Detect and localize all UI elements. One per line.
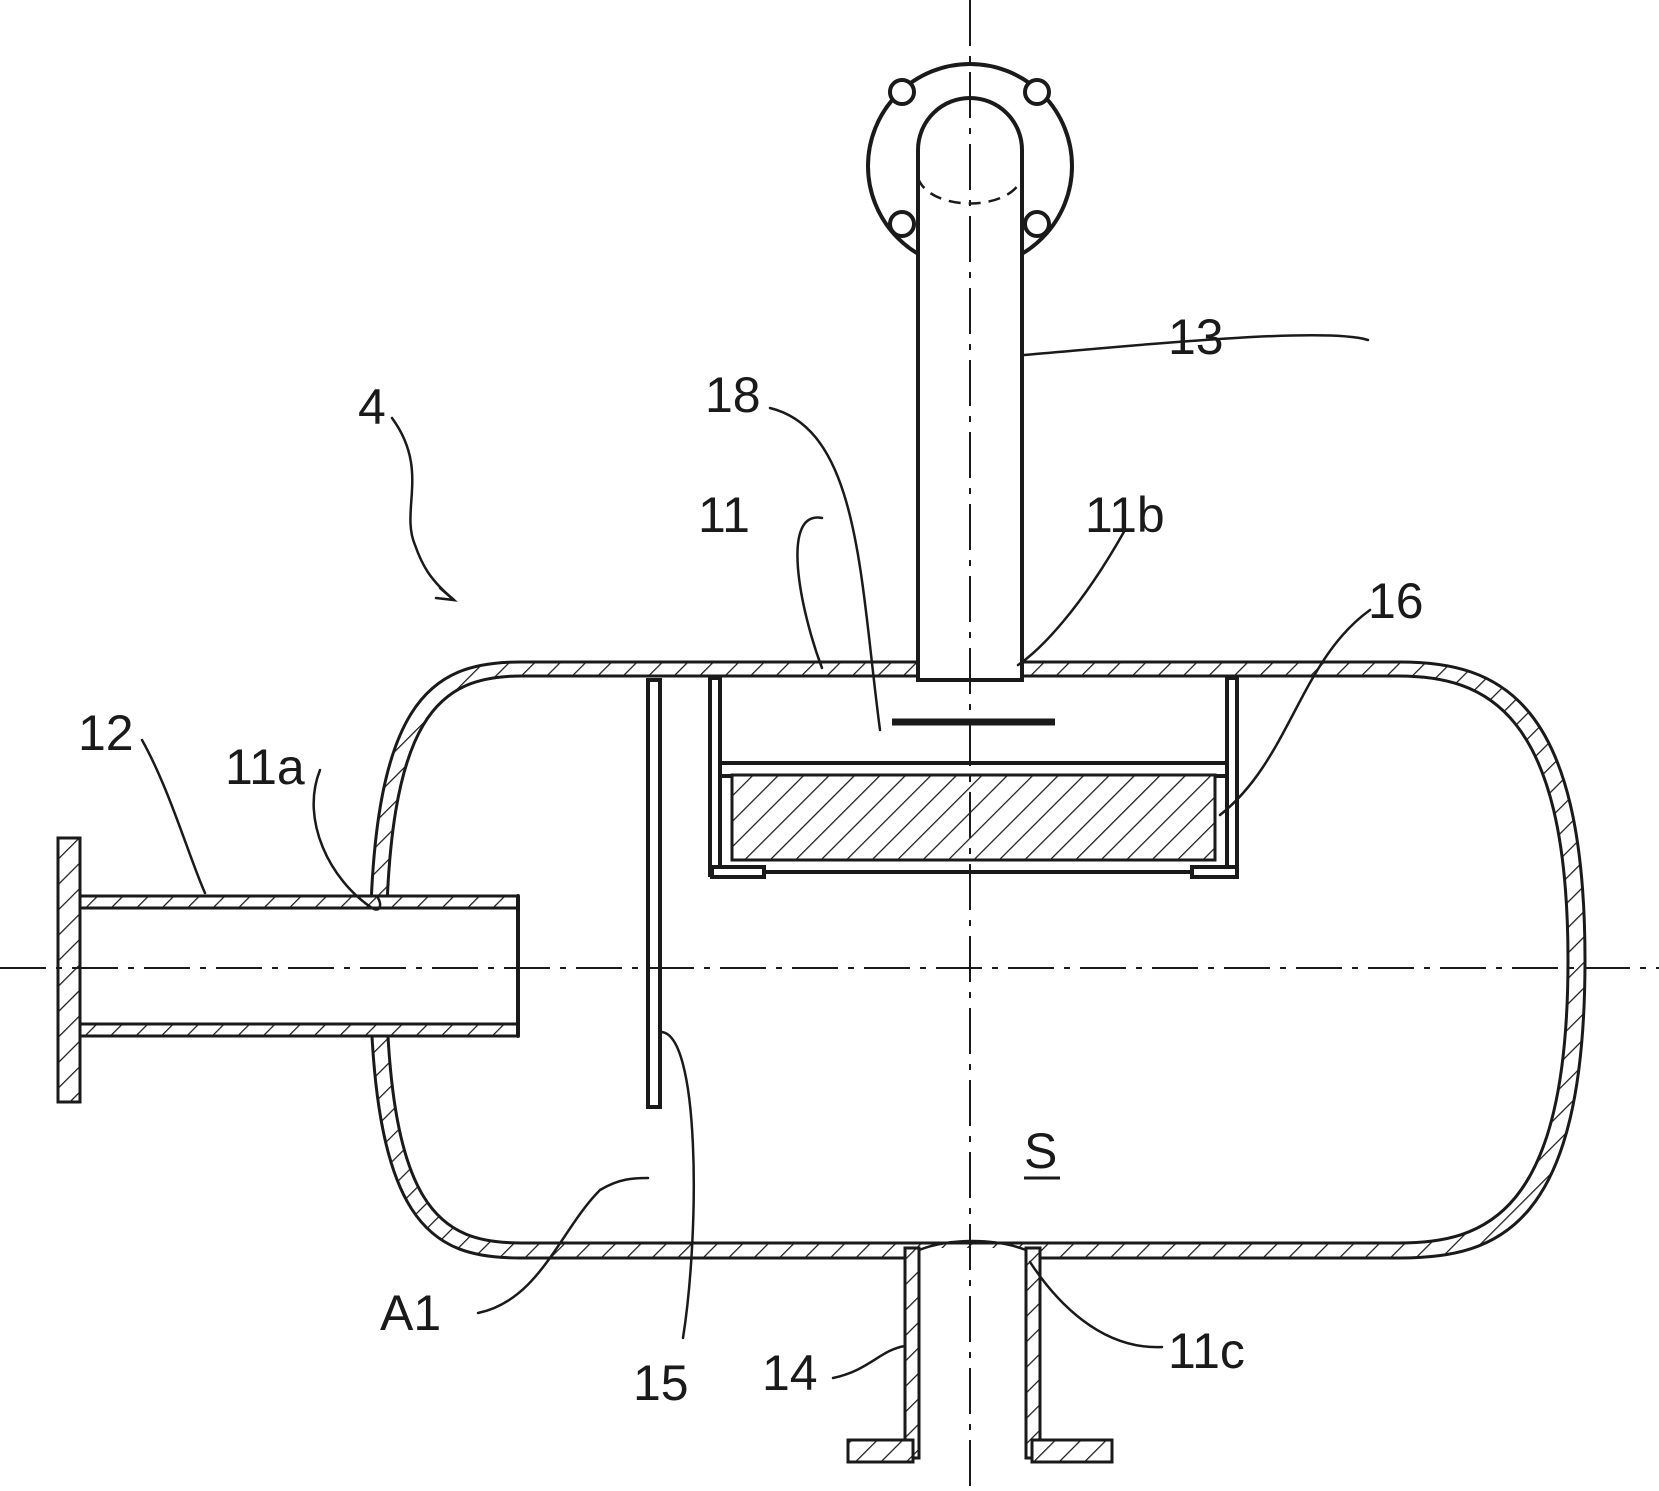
bolt-hole xyxy=(1025,80,1049,104)
inlet-flange xyxy=(58,838,80,1102)
label-filter: 16 xyxy=(1368,573,1424,629)
label-inlet-opening: 11a xyxy=(225,739,305,795)
label-plate: 18 xyxy=(705,367,761,423)
bolt-hole xyxy=(890,80,914,104)
label-outlet-pipe: 13 xyxy=(1168,309,1224,365)
label-inlet-pipe: 12 xyxy=(78,705,134,761)
bolt-hole xyxy=(890,212,914,236)
filter-housing xyxy=(710,678,1237,877)
label-baffle: 15 xyxy=(633,1355,689,1411)
label-vessel: 11 xyxy=(698,487,750,543)
drain-flange-left xyxy=(848,1440,913,1462)
inlet-pipe xyxy=(58,838,518,1102)
bolt-hole xyxy=(1025,212,1049,236)
drain-flange-right xyxy=(1032,1440,1112,1462)
vessel-shell xyxy=(370,662,1585,1258)
label-bottom-opening: 11c xyxy=(1168,1323,1245,1379)
label-top-opening: 11b xyxy=(1085,487,1165,543)
filter-element xyxy=(732,775,1215,860)
label-space: S xyxy=(1024,1123,1057,1179)
label-drain-pipe: 14 xyxy=(762,1345,818,1401)
label-device: 4 xyxy=(358,379,386,435)
label-area: A1 xyxy=(380,1285,441,1341)
baffle-plate xyxy=(648,680,660,1107)
